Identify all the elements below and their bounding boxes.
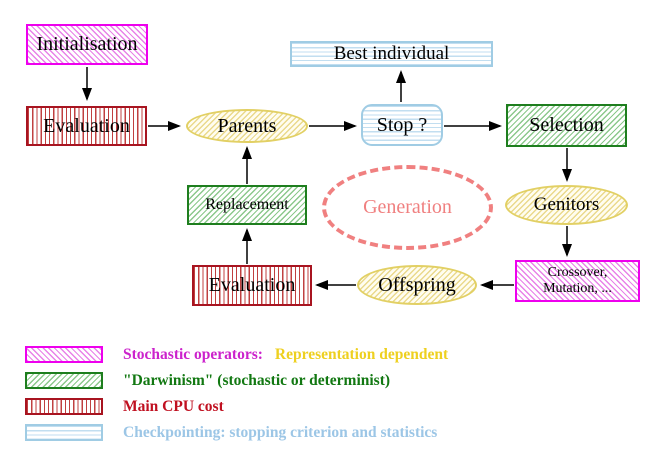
node-stop: Stop ? (361, 104, 443, 146)
node-evaluation-bottom-label: Evaluation (208, 274, 296, 296)
node-parents-label: Parents (217, 114, 277, 137)
legend-swatch-main-cpu-cost (25, 398, 103, 415)
node-initialisation-label: Initialisation (36, 33, 138, 55)
legend-label-checkpointing: Checkpointing: stopping criterion and st… (123, 423, 437, 442)
node-initialisation: Initialisation (26, 24, 148, 65)
node-crossover-line1: Crossover, (547, 264, 608, 280)
legend-label-stochastic-operators: Stochastic operators: Representation dep… (123, 345, 448, 364)
node-selection-label: Selection (529, 114, 604, 136)
node-parents: Parents (186, 109, 308, 143)
node-replacement: Replacement (187, 185, 307, 225)
node-best-individual: Best individual (290, 41, 493, 67)
node-crossover-mutation: Crossover, Mutation, ... (515, 260, 640, 302)
node-replacement-label: Replacement (205, 196, 289, 213)
node-offspring: Offspring (357, 265, 477, 305)
legend-label-main-cpu-cost: Main CPU cost (123, 397, 224, 416)
node-offspring-label: Offspring (378, 273, 456, 296)
node-crossover-line2: Mutation, ... (543, 281, 612, 296)
legend-text-darwinism: "Darwinism" (stochastic or determinist) (123, 371, 391, 389)
node-best-individual-label: Best individual (333, 43, 450, 64)
node-genitors-label: Genitors (533, 194, 600, 215)
legend-swatch-darwinism (25, 372, 103, 389)
node-evaluation-top: Evaluation (26, 106, 147, 146)
generation-cycle-annotation: Generation (322, 165, 493, 250)
legend-text-main-cpu-cost: Main CPU cost (123, 397, 224, 415)
node-evaluation-top-label: Evaluation (43, 114, 130, 137)
node-evaluation-bottom: Evaluation (192, 265, 312, 306)
generation-label: Generation (363, 196, 452, 218)
node-genitors: Genitors (505, 185, 628, 225)
legend-text-representation-dependent: Representation dependent (274, 345, 449, 363)
legend-swatch-checkpointing (25, 424, 103, 441)
legend-swatch-stochastic-operators (25, 346, 103, 363)
legend-label-darwinism: "Darwinism" (stochastic or determinist) (123, 371, 390, 390)
node-stop-label: Stop ? (376, 113, 428, 136)
legend-text-checkpointing: Checkpointing: stopping criterion and st… (123, 423, 438, 441)
legend-text-stochastic: Stochastic operators: (123, 345, 263, 363)
node-selection: Selection (506, 104, 627, 147)
